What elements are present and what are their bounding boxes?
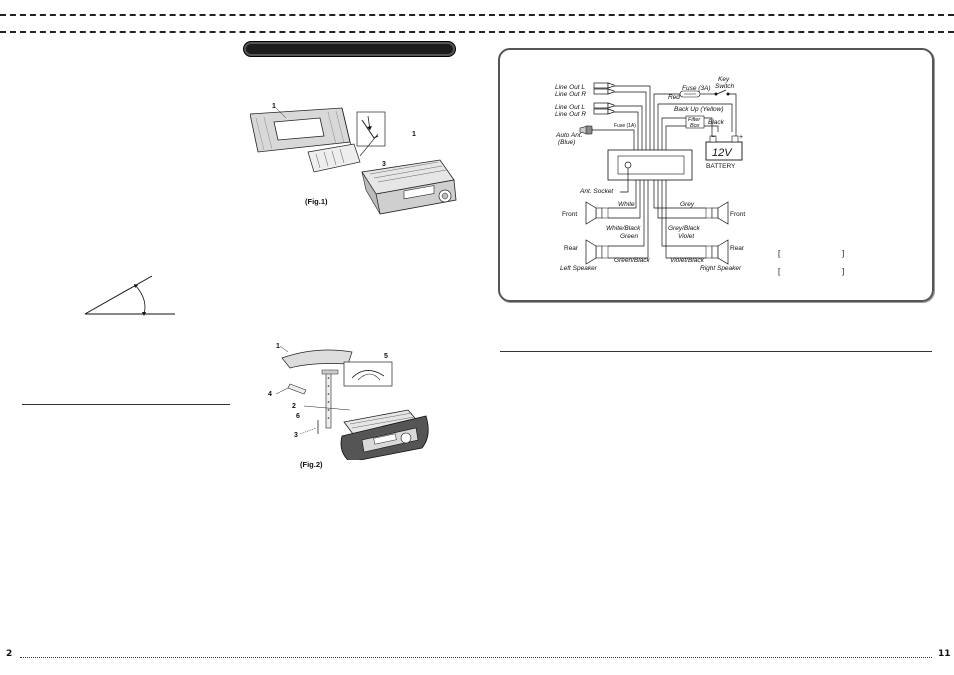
fig2-callout-3: 3 xyxy=(294,432,298,439)
battery-voltage: 12V xyxy=(712,147,733,159)
right-speaker-label: Right Speaker xyxy=(700,265,742,272)
legend-bracket-1-open: [ xyxy=(778,249,781,258)
box-label: Box xyxy=(690,123,700,129)
car-radio-unit xyxy=(361,159,457,215)
fig1-illustration: 1 1 3 xyxy=(250,103,457,215)
mounting-sleeve xyxy=(250,107,353,153)
trim-plate xyxy=(281,349,353,369)
battery-label: BATTERY xyxy=(706,163,736,170)
page-number-right: 11 xyxy=(938,649,951,659)
left-speaker-label: Left Speaker xyxy=(560,265,598,272)
rca-connectors xyxy=(593,82,615,115)
rear-right-label: Rear xyxy=(730,245,745,252)
left-divider xyxy=(22,404,230,405)
back-up-label: Back Up (Yellow) xyxy=(674,106,724,113)
detail-inset xyxy=(356,111,386,147)
speaker-rear-left xyxy=(585,239,609,265)
bottom-dotted-rule xyxy=(20,657,932,658)
fig1-callout-1b: 1 xyxy=(412,131,416,138)
fig2-callout-1: 1 xyxy=(276,343,280,350)
white-wire-label: White xyxy=(618,201,635,208)
grey-wire-label: Grey xyxy=(680,201,695,208)
black-wire-label: Black xyxy=(708,119,725,126)
auto-ant-plug xyxy=(579,125,593,135)
grey-black-wire-label: Grey/Black xyxy=(668,225,701,232)
key-label: Key xyxy=(718,76,730,83)
legend-bracket-2-close: ] xyxy=(842,267,844,276)
tool-inset xyxy=(343,361,393,387)
line-out-l-1: Line Out L xyxy=(555,84,585,91)
front-right-label: Front xyxy=(730,211,745,218)
legend-bracket-1-close: ] xyxy=(842,249,844,258)
line-out-r-1: Line Out R xyxy=(555,91,586,98)
auto-ant-color: (Blue) xyxy=(558,139,575,146)
fig1-caption: (Fig.1) xyxy=(305,197,328,206)
ant-socket-label: Ant. Socket xyxy=(579,188,614,195)
fig2-caption: (Fig.2) xyxy=(300,460,323,469)
key-switch xyxy=(714,89,737,132)
angle-diagram xyxy=(84,275,175,316)
line-out-r-2: Line Out R xyxy=(555,111,586,118)
speaker-wires xyxy=(608,180,706,259)
top-dashed-rule-2 xyxy=(0,31,954,33)
violet-black-wire-label: Violet/Black xyxy=(670,257,705,264)
switch-label: Switch xyxy=(715,83,735,90)
fig2-callout-6: 6 xyxy=(296,413,300,420)
line-out-l-2: Line Out L xyxy=(555,104,585,111)
sleeve-body xyxy=(307,133,379,175)
mounting-strap xyxy=(321,369,339,429)
radio-in-dash xyxy=(340,409,429,460)
battery-plus: + xyxy=(739,134,743,141)
fig2-callout-2: 2 xyxy=(292,403,296,410)
filter-label: Filter xyxy=(688,117,701,123)
right-divider xyxy=(500,351,932,352)
wiring-diagram: Fuse (1A) Line Out L Line Out R Line Out… xyxy=(555,76,844,276)
speaker-rear-right xyxy=(705,239,729,265)
top-dashed-rule-1 xyxy=(0,14,954,16)
fuse-1a-label: Fuse (1A) xyxy=(614,123,636,129)
filter-box xyxy=(685,115,705,129)
fig2-illustration: 1 5 4 2 6 3 xyxy=(268,343,429,460)
battery-minus: − xyxy=(711,134,715,141)
page-number-left: 2 xyxy=(6,649,13,659)
fig1-callout-1a: 1 xyxy=(272,103,276,110)
section-heading-bar xyxy=(243,41,456,57)
green-black-wire-label: Green/Black xyxy=(614,257,651,264)
violet-wire-label: Violet xyxy=(678,233,695,240)
head-unit-body xyxy=(607,149,693,181)
front-left-label: Front xyxy=(562,211,577,218)
battery xyxy=(705,132,743,161)
white-black-wire-label: White/Black xyxy=(606,225,641,232)
fig1-callout-3: 3 xyxy=(382,161,386,168)
wiring-diagram-box xyxy=(498,48,934,302)
red-wire-label: Red xyxy=(668,94,680,101)
legend-bracket-2-open: [ xyxy=(778,267,781,276)
rear-left-label: Rear xyxy=(564,245,579,252)
fig2-callout-4: 4 xyxy=(268,391,272,398)
speaker-front-right xyxy=(705,201,729,225)
speaker-front-left xyxy=(585,201,609,225)
auto-ant-label: Auto Ant. xyxy=(555,132,583,139)
fuse-3a xyxy=(679,90,701,98)
green-wire-label: Green xyxy=(620,233,638,240)
fuse-3a-label: Fuse (3A) xyxy=(682,85,711,92)
fig2-callout-5: 5 xyxy=(384,353,388,360)
